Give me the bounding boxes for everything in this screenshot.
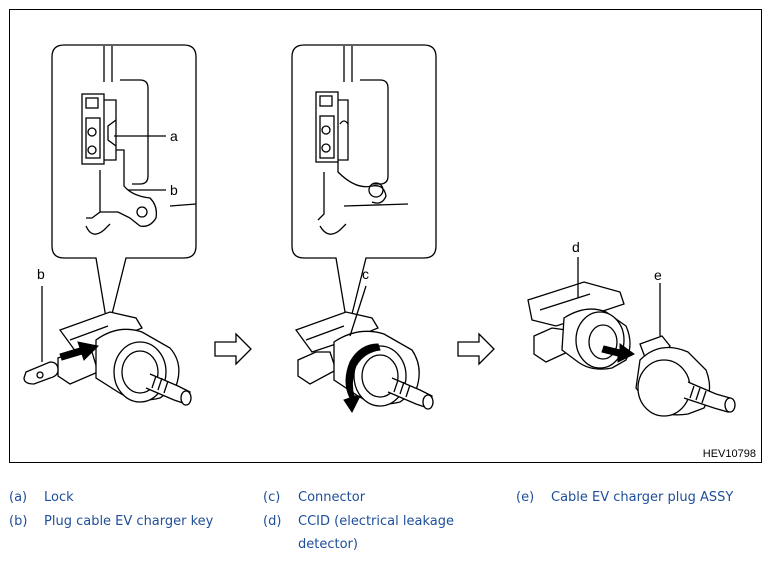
callout-a: a	[170, 128, 178, 144]
legend-text: Connector	[298, 490, 366, 505]
legend-key: (d)	[263, 514, 282, 529]
inset-bubble-1	[51, 44, 197, 331]
transition-arrow-2	[457, 332, 495, 366]
legend-key: (b)	[9, 514, 28, 529]
legend: (a) Lock (b) Plug cable EV charger key (…	[0, 484, 772, 561]
legend-key: (c)	[263, 490, 281, 505]
legend-text-continuation: detector)	[298, 537, 358, 552]
plug-assy-3	[635, 283, 736, 417]
callout-b-inset: b	[170, 182, 178, 198]
rotate-arrow	[343, 343, 381, 413]
legend-key: (e)	[516, 490, 535, 505]
push-arrow	[59, 341, 100, 361]
panel-1	[51, 44, 197, 331]
pull-arrow	[601, 343, 635, 363]
legend-text: Lock	[44, 490, 74, 505]
callout-e: e	[654, 267, 662, 283]
figure-code: HEV10798	[703, 448, 756, 460]
connector-assembly-2	[294, 285, 434, 410]
ccid-assembly-3	[527, 257, 631, 370]
legend-text: CCID (electrical leakage	[298, 514, 454, 529]
callout-c: c	[362, 266, 369, 282]
legend-text: Plug cable EV charger key	[44, 514, 214, 529]
legend-text: Cable EV charger plug ASSY	[551, 490, 734, 505]
callout-b: b	[37, 266, 45, 282]
diagram-figure: a b b	[9, 9, 762, 463]
callout-d: d	[572, 239, 580, 255]
transition-arrow-1	[214, 332, 252, 366]
panel-2	[291, 44, 437, 331]
legend-key: (a)	[9, 490, 28, 505]
